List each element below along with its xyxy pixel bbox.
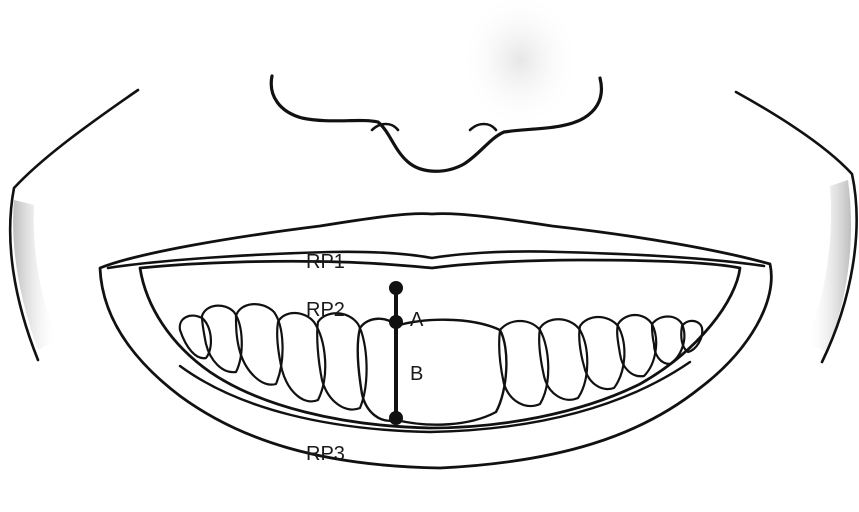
measurement-point-rp2	[389, 315, 403, 329]
label-rp1: RP1	[306, 251, 345, 273]
mouth-opening	[140, 260, 740, 428]
label-b: B	[410, 363, 423, 385]
measurement-point-rp1	[389, 281, 403, 295]
label-rp3: RP3	[306, 443, 345, 465]
label-rp2: RP2	[306, 299, 345, 321]
upper-lip-inner-edge	[108, 251, 764, 268]
outer-lip-outline	[100, 214, 771, 468]
tooth-central-left	[358, 319, 396, 421]
label-a: A	[410, 309, 424, 331]
right-cheek-shading	[806, 180, 851, 352]
nose-shading	[460, 0, 580, 130]
tooth	[236, 304, 283, 384]
nostril-right	[470, 124, 496, 130]
left-cheek-shading	[13, 200, 58, 350]
measurement-point-rp3	[389, 411, 403, 425]
